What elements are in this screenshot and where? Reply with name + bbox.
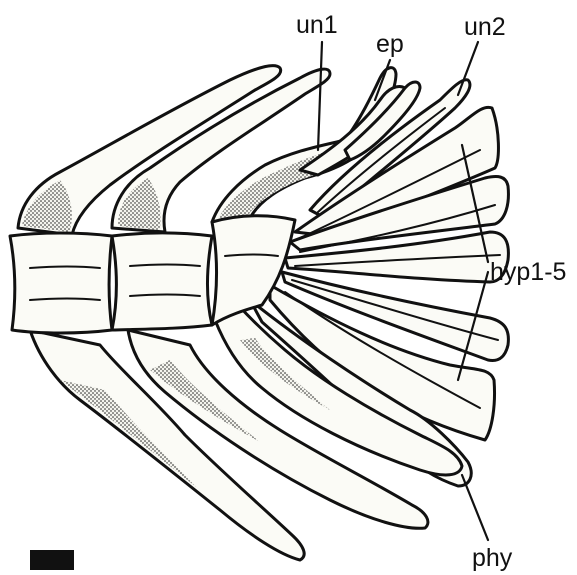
label-un1: un1 bbox=[296, 11, 338, 39]
leader-un1 bbox=[318, 42, 322, 150]
label-hyp: hyp1-5 bbox=[490, 258, 566, 286]
vertebrae bbox=[10, 216, 295, 333]
centrum-2 bbox=[112, 233, 212, 330]
label-un2: un2 bbox=[464, 13, 506, 41]
centrum-1 bbox=[10, 233, 112, 333]
leader-phy bbox=[462, 475, 488, 540]
scale-bar bbox=[30, 550, 74, 570]
haemal-spines bbox=[30, 305, 462, 560]
label-phy: phy bbox=[472, 544, 513, 572]
label-ep: ep bbox=[376, 30, 404, 58]
